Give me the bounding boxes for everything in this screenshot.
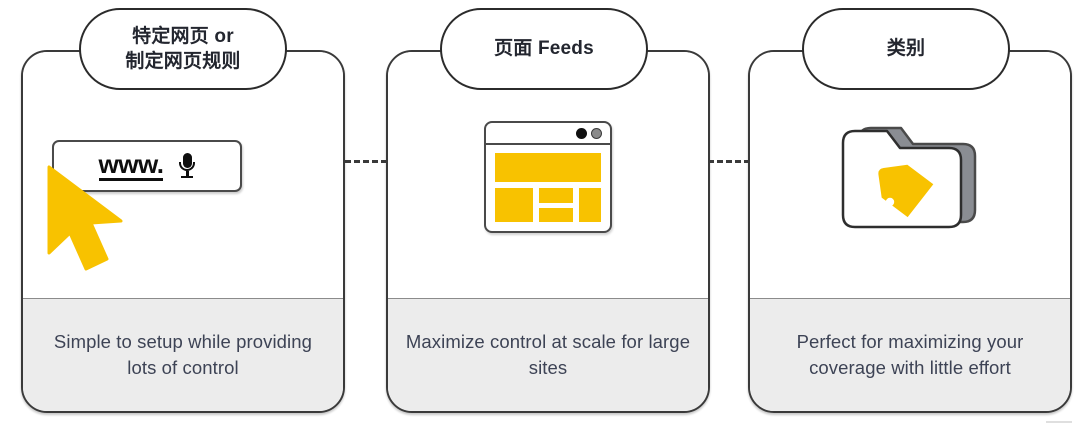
card-caption: Simple to setup while providing lots of … <box>53 331 313 378</box>
folder-with-tag-icon <box>837 118 983 236</box>
pill-categories[interactable]: 类别 <box>802 8 1010 90</box>
content-block-hero <box>495 153 601 182</box>
card-page-feeds-body <box>388 52 708 302</box>
card-page-feeds-footer: Maximize control at scale for large site… <box>388 298 708 411</box>
connector-card1-card2 <box>345 160 387 163</box>
content-block-left <box>495 188 533 222</box>
search-input-value: www. <box>98 149 164 181</box>
card-specific-pages[interactable]: www. Simple to setup while providing lo <box>21 50 345 413</box>
content-block-middle-bottom <box>539 207 573 222</box>
card-specific-pages-body: www. <box>23 52 343 302</box>
card-caption: Maximize control at scale for large site… <box>405 331 691 378</box>
pill-label: 类别 <box>886 38 926 60</box>
search-bar-with-cursor-icon: www. <box>23 52 343 302</box>
browser-window-icon <box>484 121 612 233</box>
pill-label: 页面 Feeds <box>494 38 594 60</box>
pill-specific-pages[interactable]: 特定网页 or 制定网页规则 <box>79 8 287 90</box>
microphone-icon[interactable] <box>179 153 196 179</box>
price-tag-icon <box>878 164 934 218</box>
cropped-artifact-mark <box>1046 421 1072 431</box>
card-caption: Perfect for maximizing your coverage wit… <box>796 331 1024 378</box>
content-block-middle-stack <box>539 188 573 222</box>
connector-card2-card3 <box>708 160 750 163</box>
card-categories[interactable]: Perfect for maximizing your coverage wit… <box>748 50 1072 413</box>
window-dot-dark-icon <box>576 127 587 139</box>
content-block-row <box>495 188 601 222</box>
window-dot-gray-icon <box>591 127 602 139</box>
card-page-feeds[interactable]: Maximize control at scale for large site… <box>386 50 710 413</box>
content-block-middle-top <box>539 188 573 203</box>
mouse-cursor-arrow-icon <box>41 165 137 280</box>
content-block-right <box>579 188 601 222</box>
search-input[interactable]: www. <box>52 140 242 192</box>
browser-titlebar <box>486 123 610 145</box>
card-categories-footer: Perfect for maximizing your coverage wit… <box>750 298 1070 411</box>
pill-label: 特定网页 or 制定网页规则 <box>125 25 241 72</box>
card-specific-pages-footer: Simple to setup while providing lots of … <box>23 298 343 411</box>
browser-content <box>486 145 610 231</box>
card-categories-body <box>750 52 1070 302</box>
pill-page-feeds[interactable]: 页面 Feeds <box>440 8 648 90</box>
